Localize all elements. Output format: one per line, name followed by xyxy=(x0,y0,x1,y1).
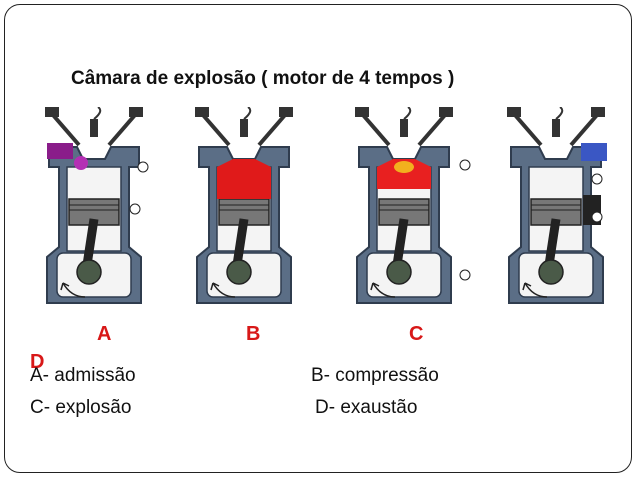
stage-label-d: D xyxy=(30,351,45,373)
stage-label-b: B xyxy=(246,323,261,345)
compressed-chamber xyxy=(217,159,271,199)
caption-explosao: C- explosão xyxy=(30,397,132,418)
caption-admissao: A- admissão xyxy=(30,365,136,386)
exhaust-gas xyxy=(581,143,607,161)
engine-b xyxy=(195,107,293,303)
caption-compressao: B- compressão xyxy=(311,365,439,386)
stage-label-a: A xyxy=(97,323,112,345)
slide-frame: Câmara de explosão ( motor de 4 tempos ) xyxy=(4,4,632,473)
slide-title: Câmara de explosão ( motor de 4 tempos ) xyxy=(71,68,455,89)
engine-d xyxy=(507,107,607,303)
engine-diagrams xyxy=(31,101,621,321)
stage-label-c: C xyxy=(409,323,424,345)
intake-gas xyxy=(47,143,73,159)
caption-exaustao: D- exaustão xyxy=(315,397,418,418)
engine-c xyxy=(355,107,471,303)
engine-a xyxy=(45,107,149,303)
explosion-chamber xyxy=(377,159,431,189)
